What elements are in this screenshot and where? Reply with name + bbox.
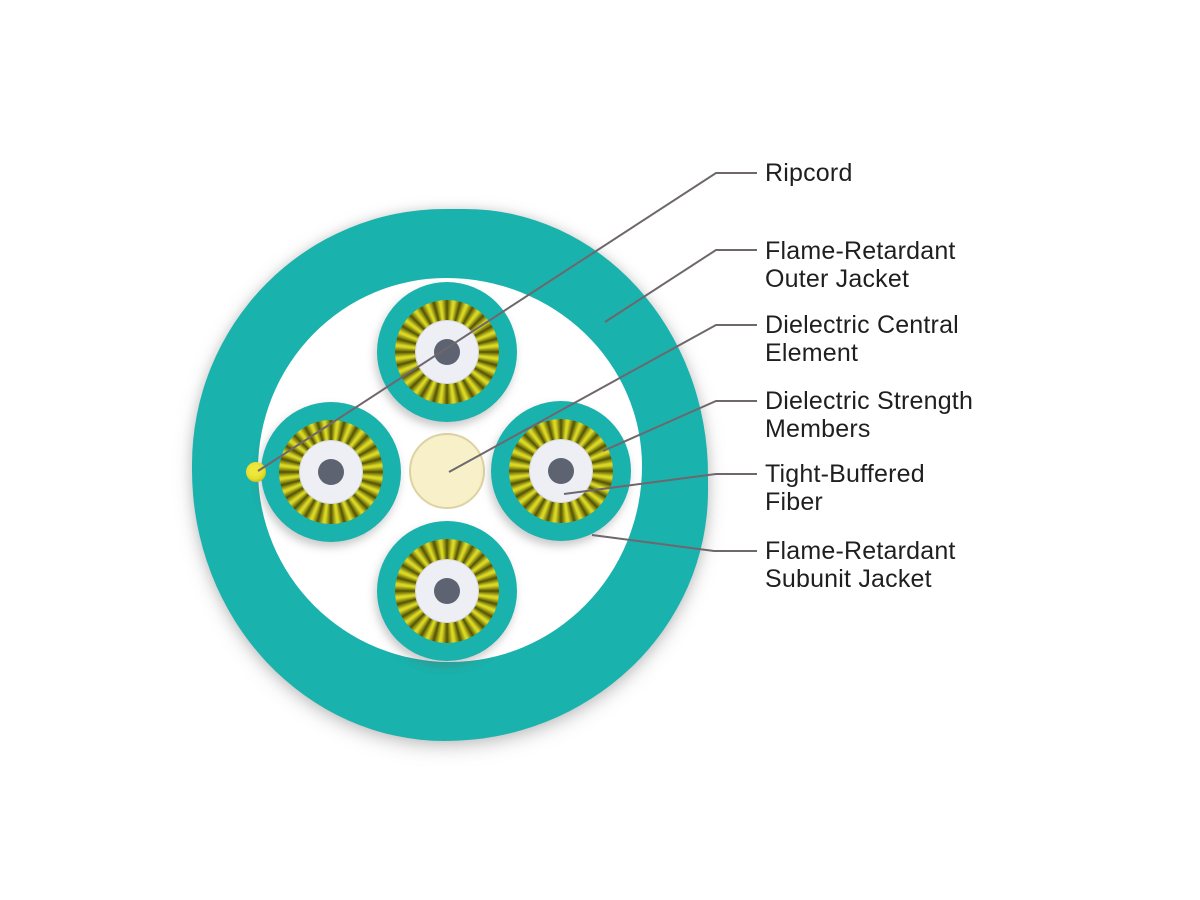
- label-line: Dielectric Strength: [765, 387, 974, 415]
- label-ripcord: Ripcord: [765, 159, 853, 187]
- label-line: Fiber: [765, 488, 823, 516]
- dielectric-central-element: [409, 433, 485, 509]
- subunit-left: [261, 402, 401, 542]
- leader-line-strength-members: [602, 400, 757, 452]
- label-strength-members: Dielectric Strength Members: [765, 387, 973, 443]
- label-outer-jacket: Flame-Retardant Outer Jacket: [765, 237, 956, 293]
- label-line: Subunit Jacket: [765, 565, 932, 593]
- label-fiber: Tight-Buffered Fiber: [765, 460, 925, 516]
- label-line: Element: [765, 339, 859, 367]
- label-line: Ripcord: [765, 159, 853, 187]
- label-line: Outer Jacket: [765, 265, 910, 293]
- fiber-core-dot: [548, 458, 574, 484]
- tight-buffered-fiber: [415, 559, 479, 623]
- leader-line-ripcord: [257, 172, 757, 472]
- leader-line-outer-jacket: [604, 249, 757, 323]
- subunit-right: [491, 401, 631, 541]
- label-line: Flame-Retardant: [765, 537, 956, 565]
- label-central-element: Dielectric Central Element: [765, 311, 959, 367]
- leader-line-subunit-jacket: [591, 534, 757, 552]
- fiber-core-dot: [318, 459, 344, 485]
- leader-line-central-element: [448, 324, 757, 473]
- fiber-core-dot: [434, 578, 460, 604]
- leader-line-fiber: [563, 473, 757, 495]
- label-line: Tight-Buffered: [765, 460, 925, 488]
- subunit-bottom: [377, 521, 517, 661]
- ripcord: [246, 462, 266, 482]
- label-line: Members: [765, 415, 871, 443]
- label-line: Dielectric Central: [765, 311, 959, 339]
- label-subunit-jacket: Flame-Retardant Subunit Jacket: [765, 537, 956, 593]
- label-line: Flame-Retardant: [765, 237, 956, 265]
